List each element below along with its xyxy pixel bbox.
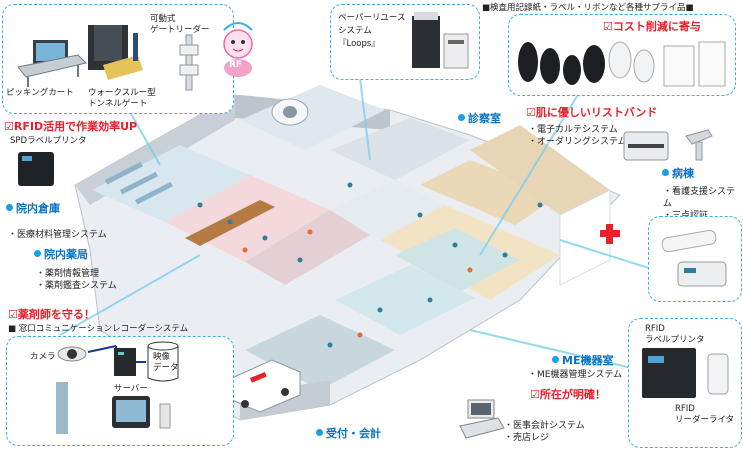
pharmacist-note: ☑薬剤師を守る！ — [8, 308, 95, 321]
rf-badge: RF — [229, 60, 243, 70]
rf-mascot-icon — [223, 22, 253, 77]
video-data-label: 映像 データ — [153, 352, 179, 373]
section-warehouse: 院内倉庫 — [6, 200, 60, 216]
tunnel-gate-icon — [88, 25, 143, 80]
video-data-icon — [147, 341, 179, 382]
section-reception: 受付・会計 — [316, 425, 381, 441]
spd-printer-label: SPDラベルプリンタ — [10, 136, 87, 146]
rfid-devices-drawings — [17, 25, 199, 91]
rfid-label-printer-label: RFID ラベルプリンタ — [645, 324, 705, 345]
monitor-screens — [56, 382, 171, 434]
ambulance-bay — [245, 315, 395, 390]
spd-printer-icon — [18, 152, 54, 186]
camera-icon — [57, 346, 87, 362]
me-systems: ・ME機器管理システム — [528, 370, 623, 380]
operating-room — [395, 228, 520, 292]
waiting-floor — [245, 210, 370, 285]
recorder-system-drawings — [56, 341, 179, 434]
paper-reuse-label: ペーパーリユース システム 『Loops』 — [338, 13, 406, 49]
red-cross-icon — [600, 224, 620, 244]
wristband-printer-icon — [623, 129, 713, 161]
cost-reduction-note: ☑コスト削減に寄与 — [603, 20, 701, 33]
reception-systems: ・医事会計システム ・売店レジ — [504, 421, 585, 443]
picking-cart-label: ピッキングカート — [6, 88, 74, 98]
server-label: サーバー — [114, 384, 148, 394]
window-comm-heading: ■ 窓口コミュニケーションレコーダーシステム — [8, 324, 189, 334]
picking-cart-icon — [17, 40, 87, 87]
pos-register-icon — [459, 399, 505, 439]
supply-rolls-icon — [518, 41, 726, 87]
printer-copier-icon — [412, 12, 469, 69]
camera-label: カメラ — [30, 352, 56, 362]
server-icon — [114, 348, 136, 376]
office-floor — [330, 180, 445, 240]
exam-room-floor — [330, 118, 470, 180]
rfid-efficiency-note: ☑RFID活用で作業効率UP — [4, 120, 138, 133]
ward-devices-bubble — [648, 216, 742, 302]
section-pharmacy: 院内薬局 — [34, 246, 88, 262]
section-exam-room: 診察室 — [458, 110, 501, 126]
me-room-floor — [335, 265, 475, 335]
mri-room-floor — [240, 85, 385, 150]
mobile-gate-label: 可動式 ゲートリーダー — [150, 14, 210, 35]
pharmacy-systems: ・薬剤情報管理 ・薬剤鑑査システム — [36, 269, 117, 291]
walkthrough-gate-label: ウォークスルー型 トンネルゲート — [88, 88, 156, 109]
location-note: ☑所在が明確！ — [530, 388, 606, 401]
section-ward: 病棟 — [662, 165, 694, 181]
supplies-heading: ■検査用記録紙・ラベル・リボンなど各種サプライ品■ — [482, 3, 694, 13]
rfid-label-printer-icon — [642, 348, 729, 398]
ward-wall — [559, 189, 611, 286]
wristband-note: ☑肌に優しいリストバンド — [526, 106, 658, 119]
ambulance-icon — [231, 359, 301, 413]
warehouse-systems: ・医療材料管理システム — [8, 230, 107, 240]
rfid-reader-writer-label: RFID リーダーライタ — [675, 404, 735, 425]
exam-systems: ・電子カルテシステム ・オーダリングシステム — [528, 125, 627, 147]
ward-floor — [470, 125, 610, 215]
section-me-room: ME機器室 — [552, 352, 613, 368]
mobile-gate-icon — [179, 34, 199, 91]
wristband-reader-icon — [661, 229, 727, 287]
nurse-station — [420, 160, 560, 225]
